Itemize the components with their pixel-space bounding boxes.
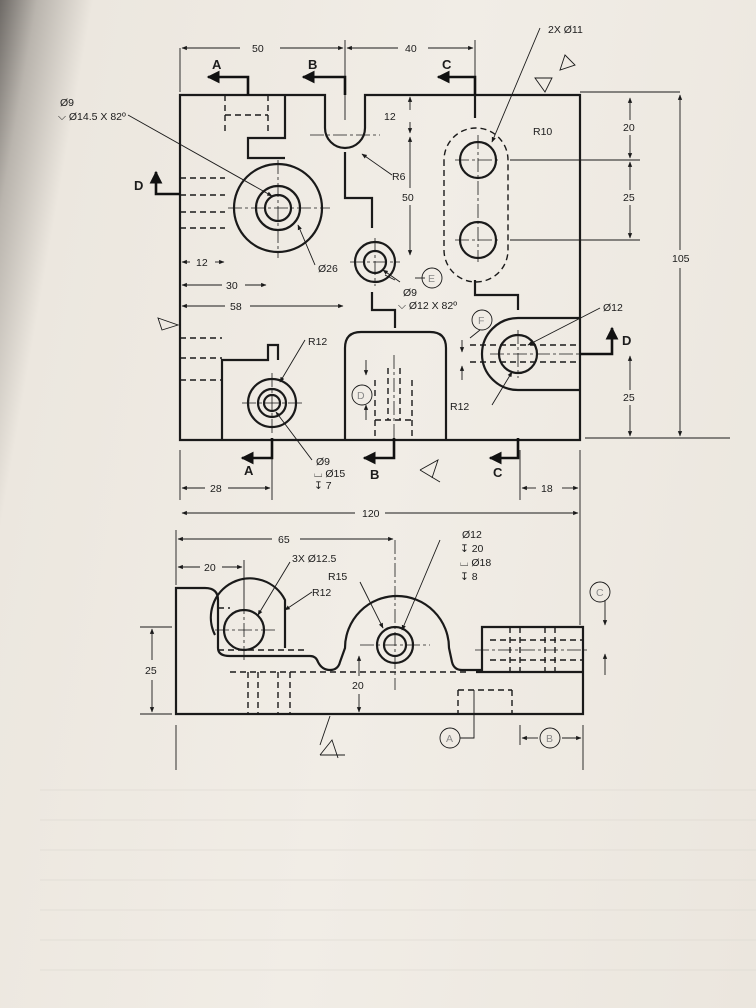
- dim-105: 105: [672, 253, 690, 265]
- callout-e-bubble: [421, 267, 443, 289]
- dim-25: 25: [145, 665, 157, 677]
- dim-28: 28: [210, 483, 222, 495]
- csk-note-1: Ø9: [60, 97, 74, 109]
- dim-o26: Ø26: [318, 263, 338, 275]
- callout-f-bubble: [471, 309, 493, 331]
- section-label-a-bottom: A: [244, 463, 254, 478]
- step-line-center: [343, 152, 374, 228]
- dim-20-top: 20: [204, 562, 216, 574]
- callout-b: B: [546, 733, 553, 745]
- dim-18: 18: [541, 483, 553, 495]
- callout-f: F: [478, 315, 484, 327]
- dim-120: 120: [362, 508, 380, 520]
- front-view-labels: 65 20 3X Ø12.5 R15 R12 Ø12 ↧ 20 ⌴ Ø18 ↧ …: [145, 529, 611, 749]
- step-line-right2: [473, 280, 520, 310]
- dim-r10: R10: [533, 126, 552, 138]
- dim-12-left: 12: [196, 257, 208, 269]
- step-line-mid: [370, 292, 397, 328]
- callout-d-bubble: [351, 384, 373, 406]
- section-label-b-top: B: [308, 57, 317, 72]
- hole-note-2: ↧ 20: [460, 543, 484, 555]
- top-view-outline: [178, 93, 582, 442]
- top-dimensions: [127, 27, 730, 520]
- cb-note-1: Ø9: [316, 456, 330, 468]
- lower-left-block: [220, 343, 280, 440]
- dim-r6: R6: [392, 171, 406, 183]
- front-view: [174, 540, 590, 716]
- callout-c-bubble: [589, 581, 611, 603]
- section-label-b-bottom: B: [370, 467, 379, 482]
- dim-r12: R12: [312, 587, 331, 599]
- dim-3x-r: 3X Ø12.5: [292, 553, 337, 565]
- dim-58: 58: [230, 301, 242, 313]
- dim-40: 40: [405, 43, 417, 55]
- dim-2x-hole: 2X Ø11: [548, 24, 583, 36]
- front-r12-boss: [209, 577, 287, 648]
- front-dimensions: [140, 520, 608, 770]
- mid-hole-note-2: ⌵ Ø12 X 82º: [398, 300, 457, 312]
- cb-note-2: ⌴ Ø15: [314, 468, 345, 480]
- callout-e: E: [428, 273, 435, 285]
- dim-20: 20: [623, 122, 635, 134]
- dim-12-top: 12: [384, 111, 396, 123]
- right-slot: [480, 316, 580, 392]
- hidden-lines: [180, 95, 580, 440]
- paper-rules: [40, 789, 756, 971]
- dim-r12-left: R12: [308, 336, 327, 348]
- front-centerlines: [215, 540, 590, 690]
- cb-note-3: ↧ 7: [314, 480, 332, 492]
- top-view: [178, 93, 585, 442]
- dim-25-right-top: 25: [623, 192, 635, 204]
- section-arrows: [149, 70, 619, 465]
- callout-c: C: [596, 587, 604, 599]
- dim-65: 65: [278, 534, 290, 546]
- hole-note-1: Ø12: [462, 529, 482, 541]
- dim-20-mid: 20: [352, 680, 364, 692]
- callout-d: D: [357, 390, 365, 402]
- dim-o12: Ø12: [603, 302, 623, 314]
- step-line-left: [246, 95, 287, 160]
- dim-30: 30: [226, 280, 238, 292]
- csk-note-2: ⌵ Ø14.5 X 82º: [58, 111, 126, 123]
- front-hidden: [218, 607, 583, 714]
- callout-a: A: [446, 733, 453, 745]
- top-view-labels: 50 40 2X Ø11 R10 12 20 25 105 50 R6 Ø9 ⌵…: [58, 24, 690, 520]
- section-label-d-left: D: [134, 178, 143, 193]
- section-label-d-right: D: [622, 333, 631, 348]
- centerlines: [228, 134, 585, 440]
- mid-hole-note-1: Ø9: [403, 287, 417, 299]
- front-view-outline: [174, 586, 585, 716]
- dim-50: 50: [252, 43, 264, 55]
- dim-r12-right: R12: [450, 401, 469, 413]
- center-pocket: [343, 330, 448, 440]
- hole-note-4: ↧ 8: [460, 571, 478, 583]
- dim-50-mid: 50: [402, 192, 414, 204]
- dim-r15: R15: [328, 571, 347, 583]
- hole-note-3: ⌴ Ø18: [460, 557, 491, 569]
- dim-25-right-bottom: 25: [623, 392, 635, 404]
- callout-b-bubble: [539, 727, 561, 749]
- section-label-a-top: A: [212, 57, 222, 72]
- section-label-c-bottom: C: [493, 465, 503, 480]
- callout-a-bubble: [439, 727, 461, 749]
- section-label-c-top: C: [442, 57, 452, 72]
